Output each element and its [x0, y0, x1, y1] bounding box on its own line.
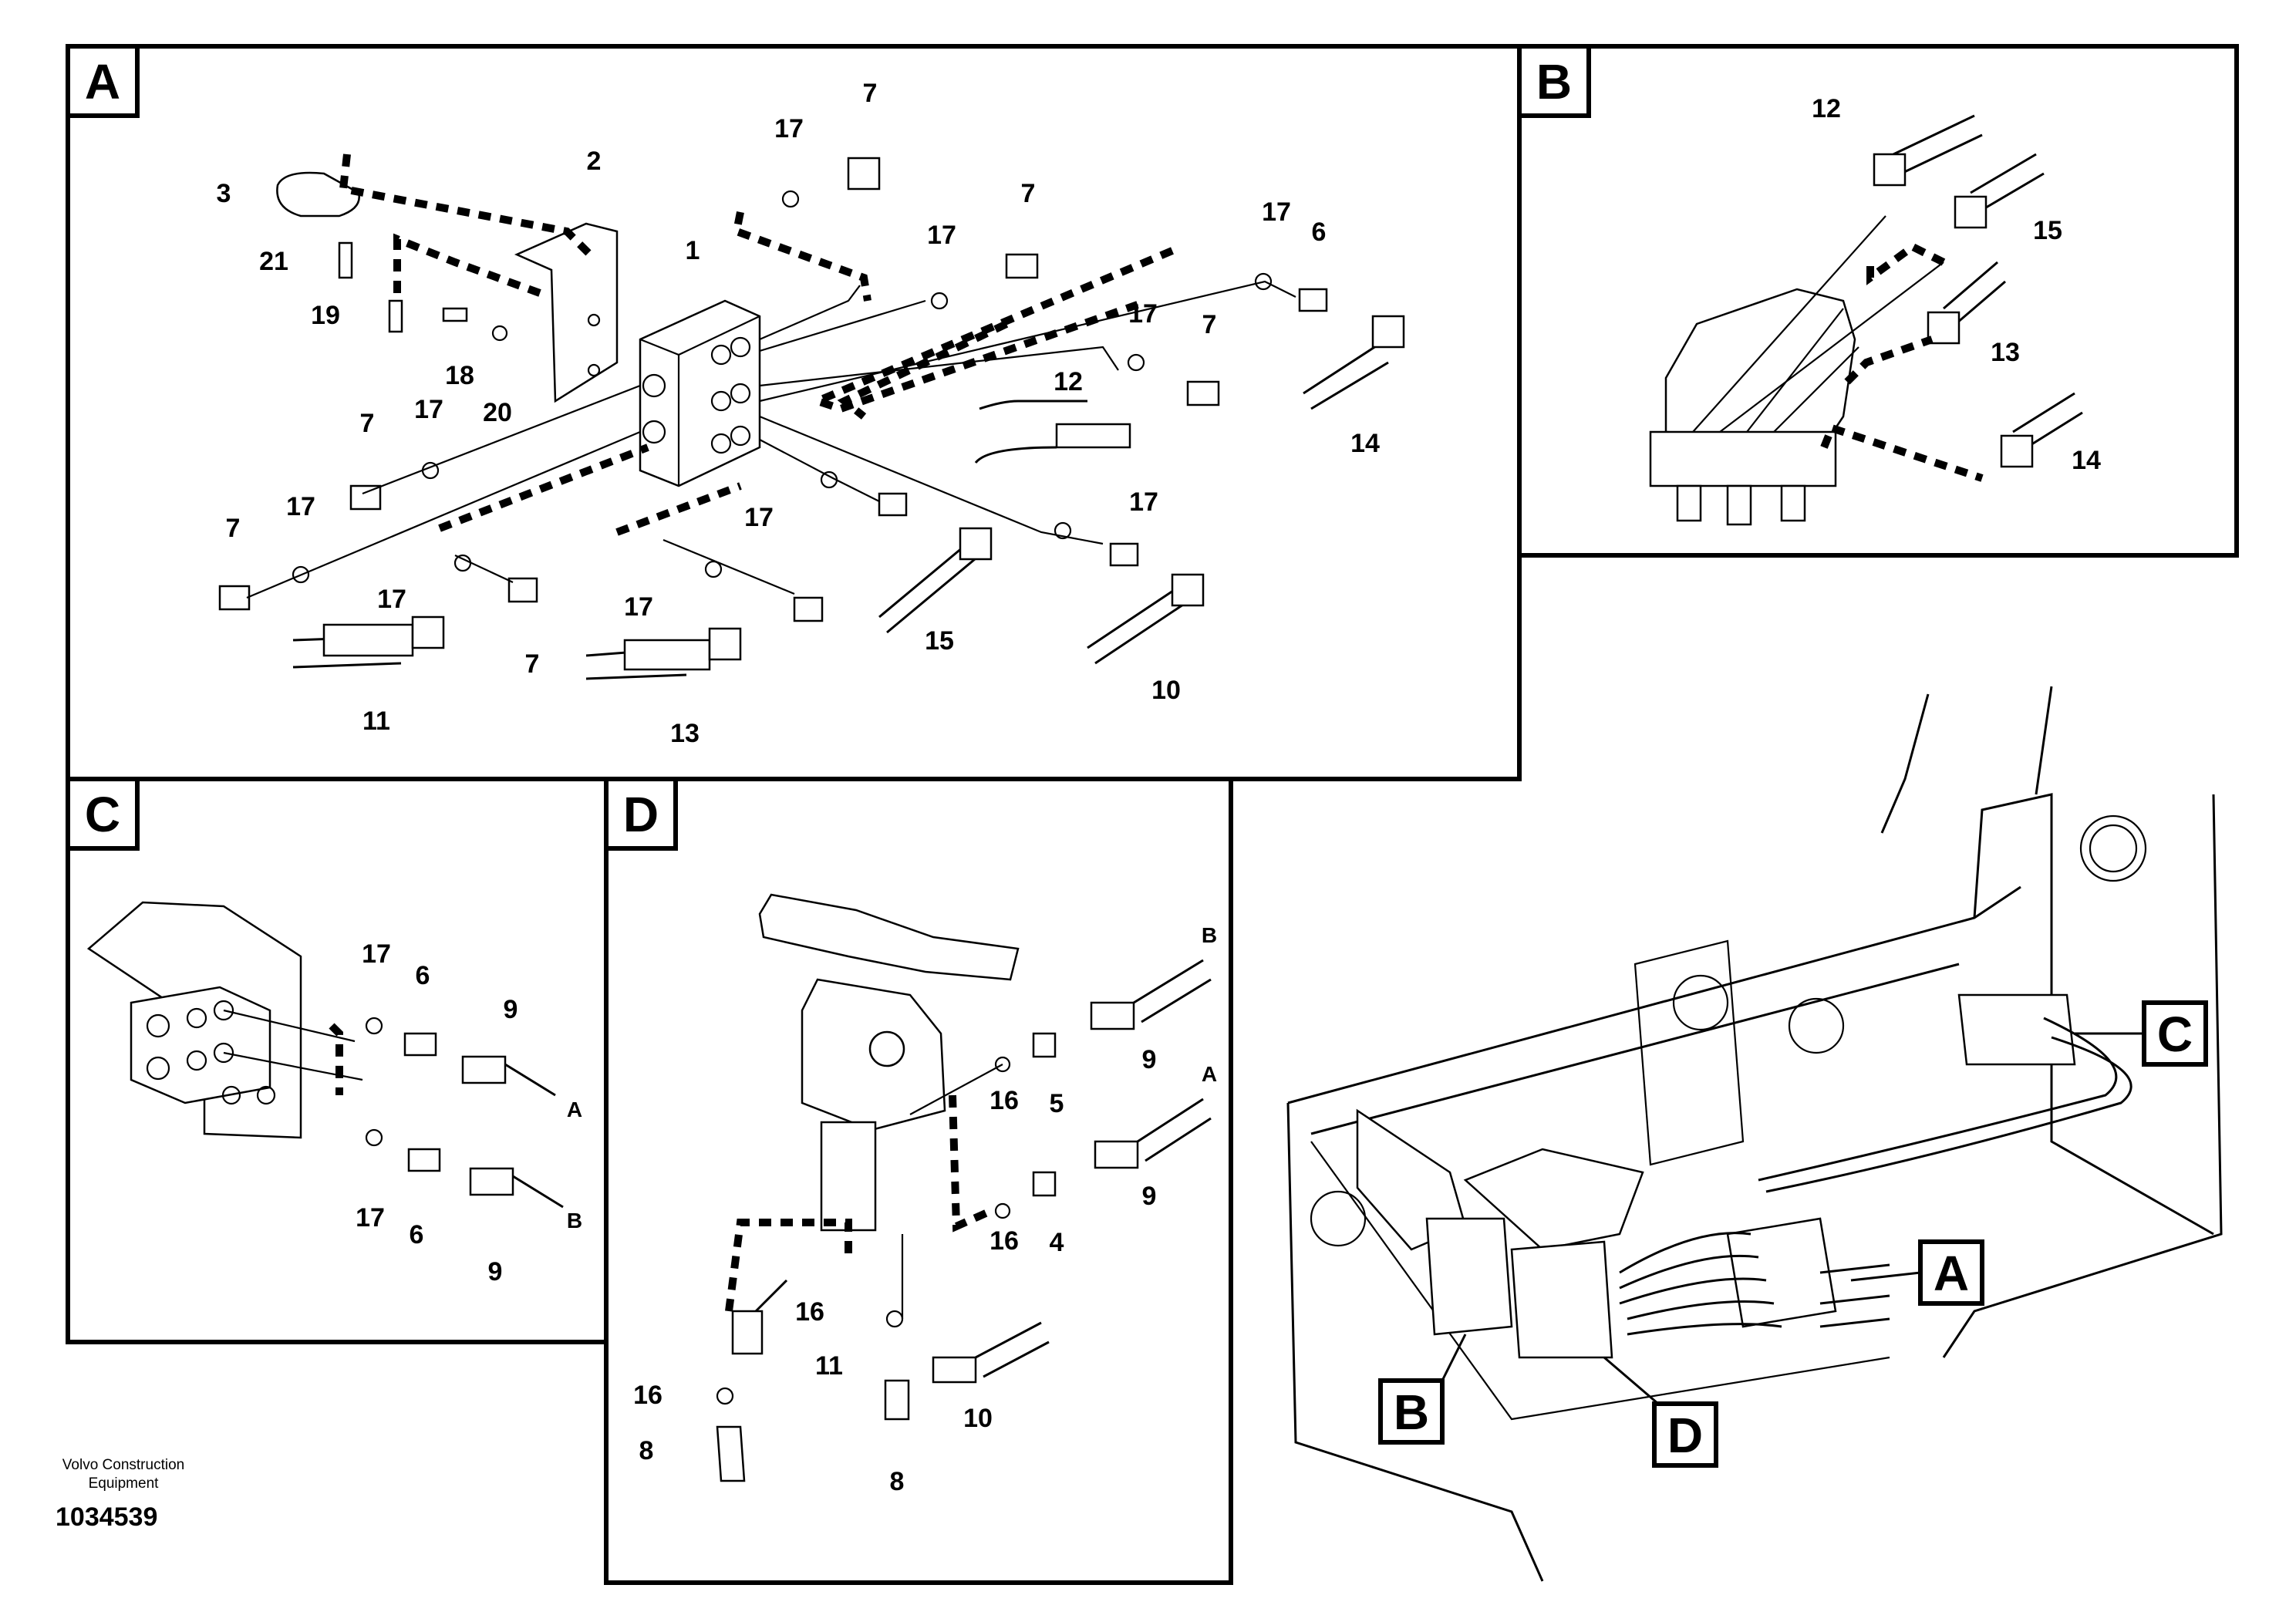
callout-label: 3 [217, 179, 231, 208]
callout-label: 11 [362, 706, 390, 736]
callout-label: B [1394, 1384, 1429, 1440]
footer-brand-line2: Equipment [88, 1475, 159, 1492]
callout-label: 7 [1021, 179, 1036, 208]
callout-label: A [1934, 1246, 1969, 1301]
panel-d-label: D [604, 777, 678, 851]
footer-brand: Volvo Construction Equipment [46, 1456, 201, 1493]
callout-label: 9 [1142, 1045, 1157, 1074]
callout-label: 15 [2033, 216, 2062, 245]
callout-label: 20 [483, 398, 512, 427]
panel-b-drawing: 12 15 13 14 [1649, 94, 2101, 526]
callout-label: 13 [1991, 338, 2020, 367]
callout-label: A [1202, 1062, 1217, 1086]
callout-label: 7 [360, 409, 375, 438]
panel-d-frame [604, 777, 1233, 1585]
callout-label: D [1667, 1408, 1703, 1463]
callout-label: 10 [963, 1404, 993, 1433]
callout-label: 13 [670, 719, 700, 748]
callout-label: A [567, 1098, 582, 1121]
callout-label: 17 [624, 592, 653, 622]
panel-a-label: A [66, 44, 140, 118]
callout-label: 7 [863, 79, 878, 108]
callout-label: 8 [639, 1436, 654, 1465]
callout-label: 7 [1202, 310, 1217, 339]
callout-label: 17 [377, 585, 406, 614]
callout-label: 2 [587, 147, 602, 176]
callout-label: B [567, 1209, 582, 1233]
panel-c-label: C [66, 777, 140, 851]
callout-label: 17 [774, 114, 804, 143]
callout-label: 5 [1050, 1089, 1064, 1118]
callout-label: 17 [1128, 299, 1158, 329]
callout-label: 17 [286, 492, 315, 521]
callout-label: 17 [356, 1203, 385, 1233]
callout-label: 11 [815, 1351, 843, 1381]
callout-label: 10 [1151, 676, 1181, 705]
callout-label: 9 [1142, 1182, 1157, 1211]
panel-a-frame [66, 44, 1522, 781]
callout-label: 12 [1054, 367, 1083, 396]
overview-marker-c: C [2075, 1000, 2208, 1067]
overview-marker-b: B [1378, 1334, 1467, 1445]
callout-label: 17 [1129, 487, 1158, 517]
callout-label: 6 [416, 961, 430, 990]
callout-label: C [85, 787, 120, 842]
callout-label: 7 [226, 514, 241, 543]
overview-marker-d: D [1603, 1356, 1718, 1468]
callout-label: A [85, 54, 120, 110]
drawing-number: 1034539 [56, 1502, 158, 1532]
callout-label: 17 [927, 221, 956, 250]
panel-c-drawing: 17 6 9 A 17 6 9 B [86, 901, 582, 1286]
callout-label: 16 [633, 1381, 663, 1410]
callout-label: 6 [410, 1220, 424, 1249]
callout-label: 14 [2072, 446, 2101, 475]
callout-label: C [2157, 1007, 2193, 1062]
panel-b-label: B [1517, 44, 1591, 118]
callout-label: 16 [990, 1086, 1019, 1115]
callout-label: 17 [1262, 197, 1291, 227]
callout-label: 17 [744, 503, 774, 532]
callout-label: 12 [1812, 94, 1841, 123]
footer-brand-line1: Volvo Construction [62, 1457, 185, 1473]
callout-label: 7 [525, 649, 540, 679]
callout-label: 17 [414, 395, 443, 424]
callout-label: 21 [259, 247, 288, 276]
callout-label: 4 [1050, 1228, 1064, 1257]
callout-label: 6 [1312, 218, 1327, 247]
callout-label: 17 [362, 939, 391, 969]
callout-label: D [623, 787, 659, 842]
callout-label: 14 [1350, 429, 1380, 458]
panel-a-drawing: 1 2 3 6 7 7 7 7 7 7 10 11 12 13 14 15 17… [217, 79, 1405, 748]
callout-label: 9 [504, 995, 518, 1024]
callout-label: 15 [925, 626, 954, 656]
callout-label: 1 [686, 236, 700, 265]
panel-b-frame [1517, 44, 2239, 558]
callout-label: 16 [990, 1226, 1019, 1256]
callout-label: 8 [890, 1467, 905, 1496]
callout-label: 9 [488, 1257, 503, 1286]
callout-label: 19 [311, 301, 340, 330]
overview-drawing [1286, 686, 2223, 1582]
overview-marker-a: A [1850, 1239, 1984, 1306]
callout-label: B [1202, 923, 1217, 947]
callout-label: 18 [445, 361, 474, 390]
panel-d-drawing: B 9 16 5 A 9 16 4 16 11 16 10 8 8 [633, 893, 1217, 1496]
callout-label: 16 [795, 1297, 824, 1327]
callout-label: B [1536, 54, 1572, 110]
